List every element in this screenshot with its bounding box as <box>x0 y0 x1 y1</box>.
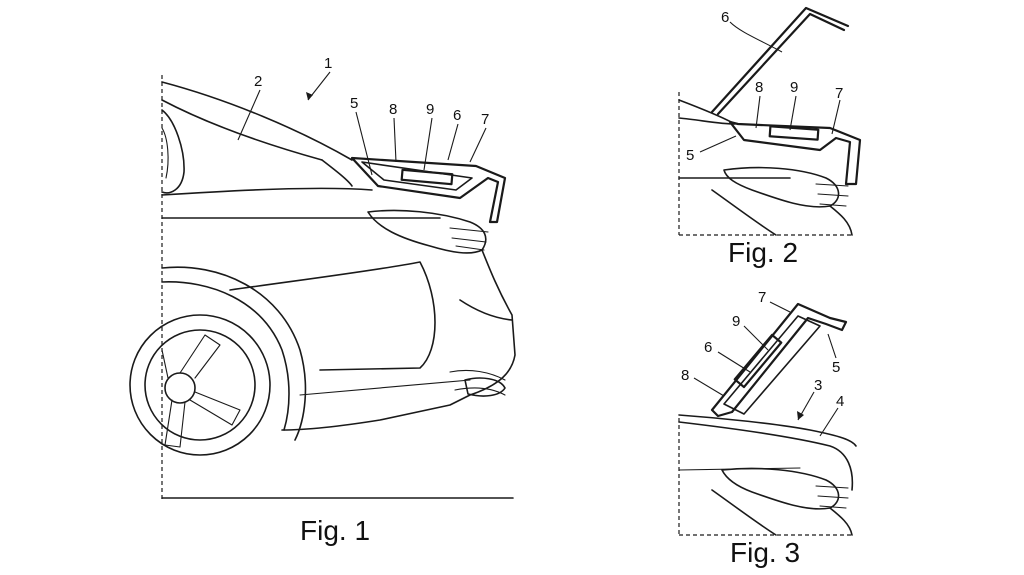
fig3-ref-6: 6 <box>704 339 712 356</box>
fig1-rear-glass-edge <box>161 99 323 161</box>
fig1-roofline <box>161 81 353 161</box>
fig1-door-line <box>229 261 436 371</box>
fig1-sensor-frame <box>350 156 507 224</box>
fig2-leader-9 <box>789 95 797 131</box>
fig1-side-window <box>161 109 185 194</box>
fig3-ref-8: 8 <box>681 367 689 384</box>
fig3-leader-4 <box>819 407 839 437</box>
fig3-leader-5 <box>827 333 837 359</box>
fig1-rocker-line <box>299 379 471 396</box>
fig1-ref-5: 5 <box>350 95 358 112</box>
fig1-ref-2: 2 <box>254 73 262 90</box>
fig1-rear-quarter <box>281 249 516 431</box>
fig3-tail-light <box>721 467 840 510</box>
fig2-opened-lid <box>710 6 850 116</box>
fig3-caption: Fig. 3 <box>730 537 800 568</box>
fig3-leader-7 <box>769 301 791 313</box>
fig2-ref-5: 5 <box>686 147 694 164</box>
fig2-leader-5 <box>699 135 737 153</box>
fig3-sensor-element <box>733 333 783 389</box>
fig3-leader-6 <box>717 351 751 373</box>
fig1-wheel-hub <box>164 372 196 404</box>
fig1-wheel-tire <box>129 314 271 456</box>
fig1-ref-7: 7 <box>481 111 489 128</box>
fig1-wheel-spokes <box>161 334 241 448</box>
fig2-tail-light <box>723 166 840 208</box>
fig3-ref-4: 4 <box>836 393 844 410</box>
fig3-ref-7: 7 <box>758 289 766 306</box>
fig2-rear-quarter <box>711 189 853 236</box>
fig1-ref-9: 9 <box>426 101 434 118</box>
fig3-ref-3: 3 <box>814 377 822 394</box>
fig3-leader-9 <box>743 325 769 351</box>
fig1-ref-6: 6 <box>453 107 461 124</box>
fig2-tail-light-detail <box>815 183 849 207</box>
fig1-ref-8: 8 <box>389 101 397 118</box>
fig1-caption: Fig. 1 <box>300 515 370 546</box>
fig2-ref-7: 7 <box>835 85 843 102</box>
fig1-ref-1: 1 <box>324 55 332 72</box>
fig1-leader-8 <box>393 117 397 163</box>
fig1-diffuser <box>449 369 506 396</box>
fig1-window-inner <box>161 127 169 179</box>
fig1-leader-7 <box>469 127 487 163</box>
fig1-deck-line <box>321 159 353 187</box>
fig1-wheel-arch-outer <box>161 266 307 441</box>
fig3-arrowhead-3 <box>797 411 804 420</box>
figure-2: 6 8 9 7 5 Fig. 2 <box>678 6 862 268</box>
fig2-ref-8: 8 <box>755 79 763 96</box>
fig1-wheel-arch-inner <box>161 281 290 431</box>
fig2-leader-8 <box>755 95 761 129</box>
fig1-leader-2 <box>237 89 261 141</box>
fig2-ref-9: 9 <box>790 79 798 96</box>
fig3-ref-9: 9 <box>732 313 740 330</box>
fig1-body-side <box>161 187 373 196</box>
fig2-sensor-frame <box>728 120 862 186</box>
fig1-leader-6 <box>447 123 459 161</box>
fig1-tail-light <box>367 209 487 254</box>
fig3-rear-quarter <box>711 489 853 536</box>
fig1-wheel-rim <box>144 329 256 441</box>
fig1-exhaust <box>464 377 506 397</box>
fig1-arrowhead-1 <box>306 92 313 100</box>
fig3-ref-5: 5 <box>832 359 840 376</box>
figure-3: 7 9 6 5 8 3 4 Fig. 3 <box>678 289 857 568</box>
fig2-leader-7 <box>831 99 841 135</box>
fig2-caption: Fig. 2 <box>728 237 798 268</box>
fig3-leader-8 <box>693 377 725 397</box>
fig1-sensor-element <box>400 168 454 186</box>
fig2-leader-6 <box>729 21 783 53</box>
fig3-tail-light-detail <box>815 485 849 509</box>
fig3-sensor-frame <box>710 302 848 418</box>
fig3-sensor-housing <box>723 315 821 415</box>
fig2-sensor-element <box>768 125 820 141</box>
fig1-leader-9 <box>423 117 433 171</box>
fig1-bumper-upper <box>459 299 513 321</box>
fig3-deck <box>678 414 857 447</box>
fig3-trunk-edge <box>678 421 854 491</box>
figure-1: 1 2 5 8 9 6 7 Fig. 1 <box>129 55 516 546</box>
fig1-leader-5 <box>355 111 373 176</box>
fig2-ref-6: 6 <box>721 9 729 26</box>
fig1-tail-light-detail <box>449 227 489 251</box>
